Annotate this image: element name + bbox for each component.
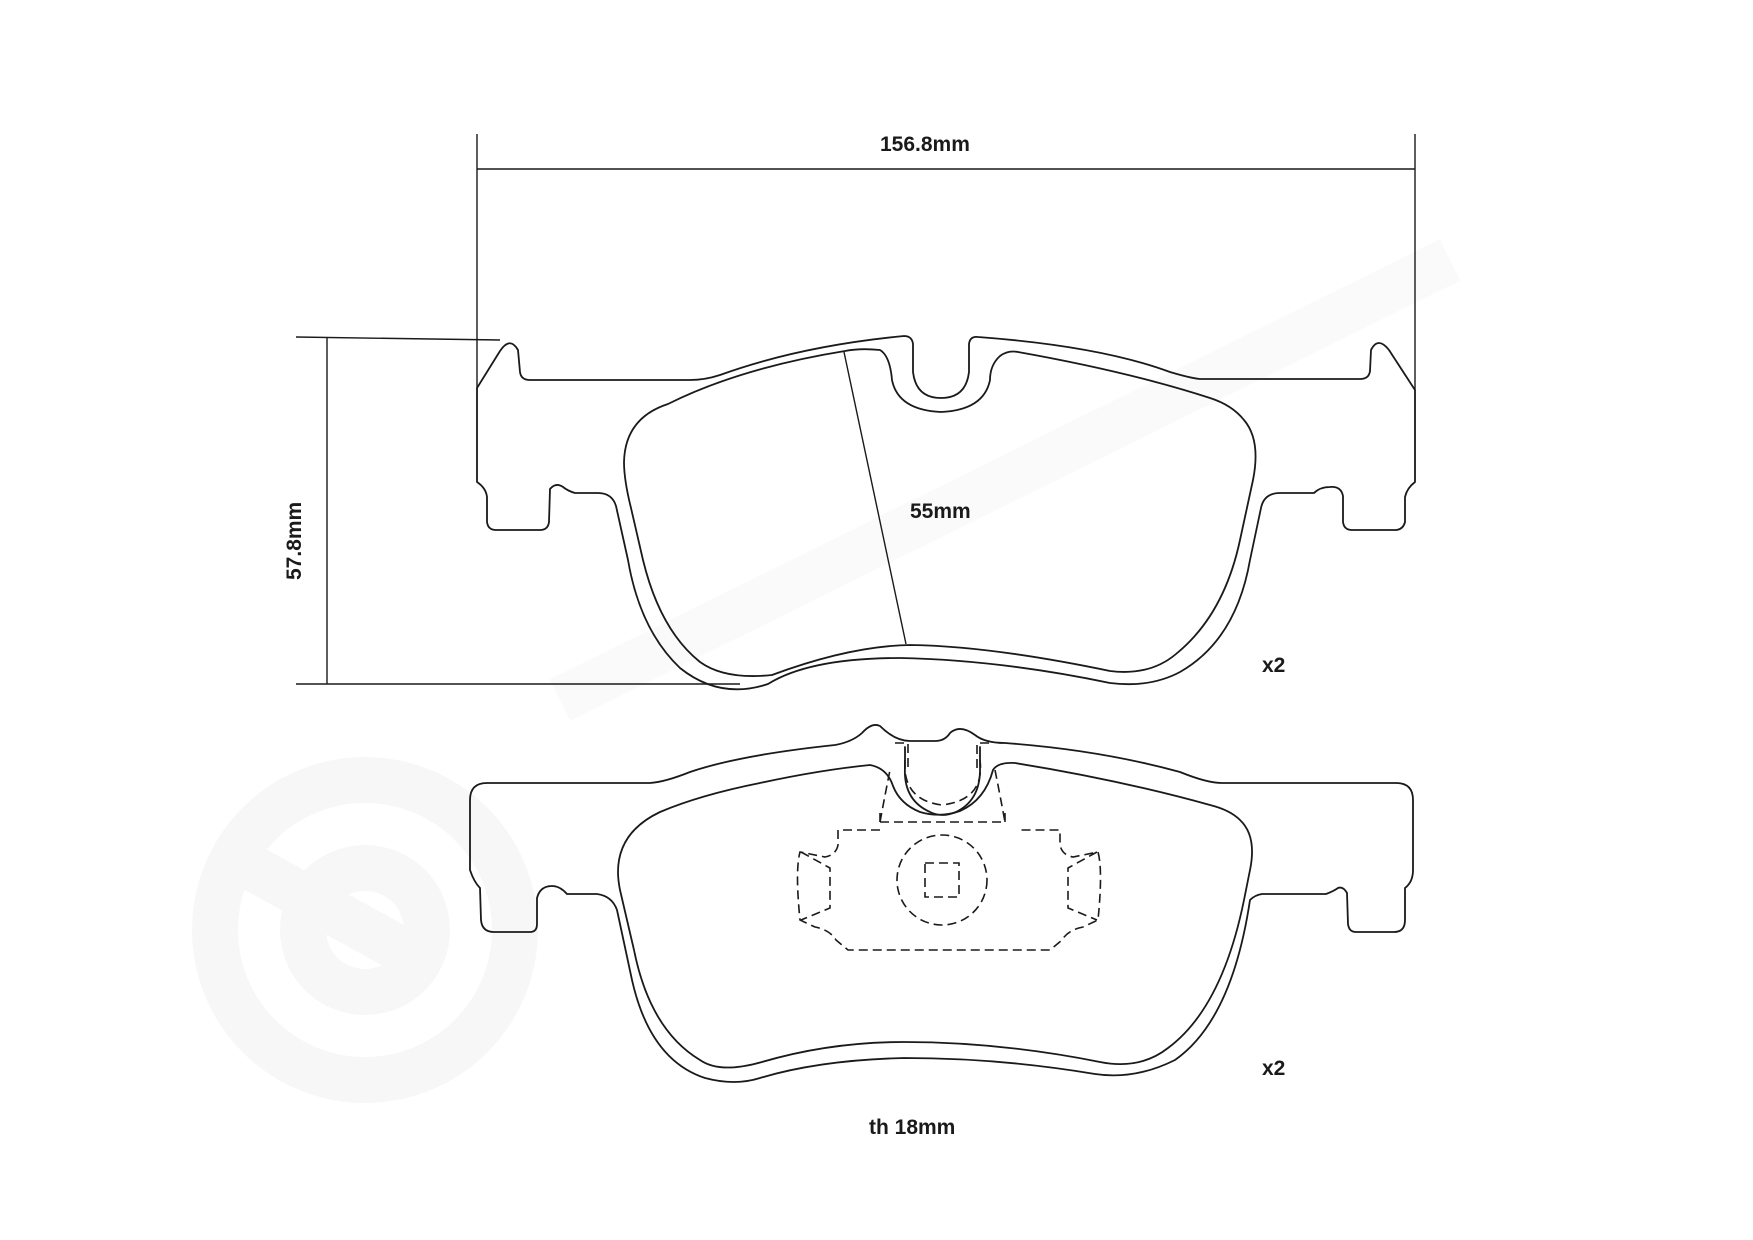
brembo-watermark-logo — [192, 239, 1461, 1103]
height-dimension-label: 57.8mm — [283, 501, 306, 580]
front-pad-view — [476, 335, 1416, 691]
width-dimension-label: 156.8mm — [880, 133, 970, 156]
width-dimension — [476, 134, 1416, 390]
spring-clip-dashed-outline — [796, 742, 1102, 951]
quantity-label-front: x2 — [1262, 654, 1286, 677]
thickness-label: th 18mm — [869, 1116, 956, 1139]
back-pad-view — [469, 724, 1414, 1083]
friction-height-line — [843, 351, 907, 645]
height-dimension — [295, 336, 740, 685]
friction-height-label: 55mm — [910, 500, 971, 523]
quantity-label-back: x2 — [1262, 1057, 1286, 1080]
